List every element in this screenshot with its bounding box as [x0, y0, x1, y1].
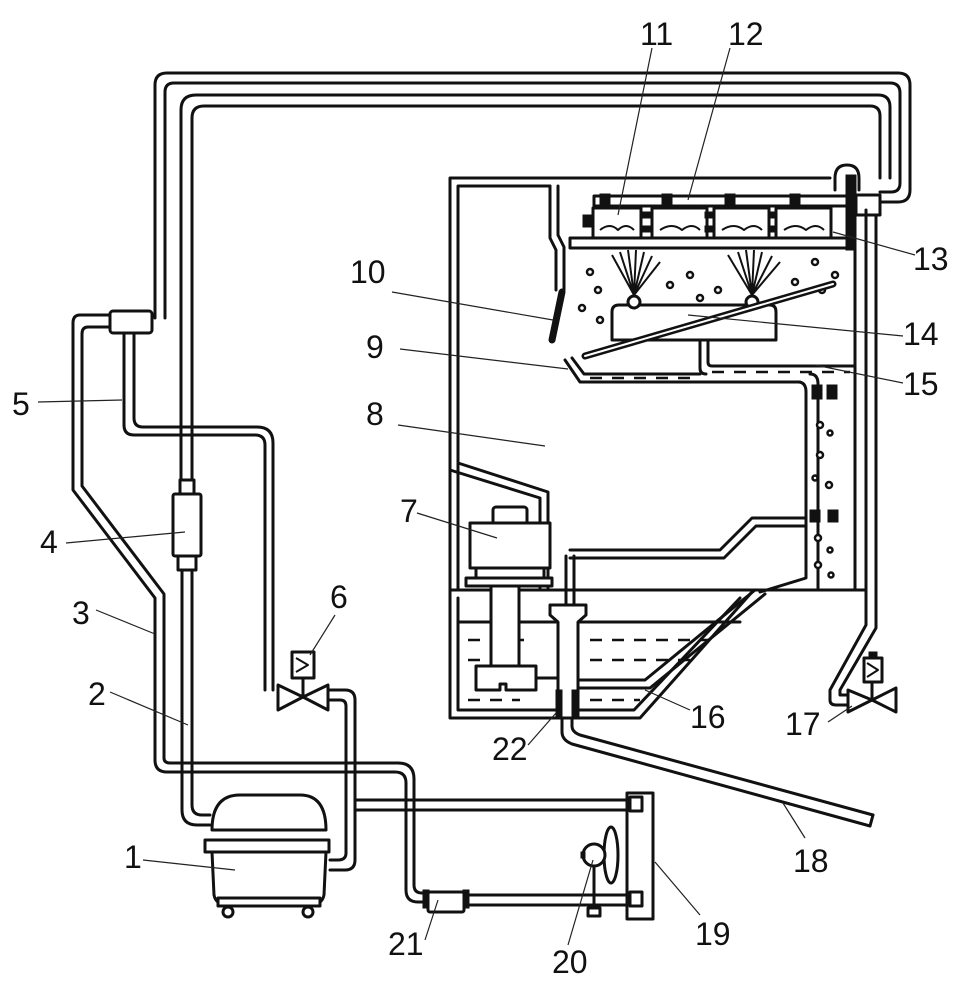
- water-trough: [563, 338, 857, 594]
- callout-21: 21: [388, 926, 424, 962]
- spray-jets: [611, 249, 781, 296]
- callout-19: 19: [695, 916, 731, 952]
- callout-13: 13: [913, 241, 949, 277]
- spray-chamber: [577, 208, 868, 602]
- water-inlet-line: [828, 213, 878, 707]
- callout-14: 14: [903, 316, 939, 352]
- condenser-fan: [580, 825, 620, 918]
- callout-labels: 1 2 3 4 5 6 7 8 9 10 11 12 13 14 15 16 1…: [12, 16, 949, 980]
- drain-line: [560, 716, 875, 828]
- callout-20: 20: [552, 944, 588, 980]
- water-reservoir: [448, 588, 767, 720]
- filter-drier: [171, 478, 212, 827]
- callout-6: 6: [330, 579, 348, 615]
- callout-18: 18: [793, 843, 829, 879]
- evaporator: [568, 193, 866, 250]
- hot-gas-solenoid-valve: [276, 650, 357, 872]
- compressor: [203, 793, 331, 919]
- callout-7: 7: [400, 493, 418, 529]
- callout-11: 11: [640, 16, 673, 52]
- callout-2: 2: [88, 676, 106, 712]
- callout-4: 4: [40, 524, 58, 560]
- callout-1: 1: [124, 839, 142, 875]
- top-refrigerant-lines: [153, 71, 912, 492]
- condenser: [625, 791, 655, 921]
- callout-5: 5: [12, 386, 30, 422]
- callout-15: 15: [903, 366, 939, 402]
- discharge-lines: [353, 761, 642, 907]
- callout-22: 22: [492, 731, 528, 767]
- leader-lines: [37, 47, 916, 946]
- callout-3: 3: [72, 595, 90, 631]
- receiver: [422, 889, 470, 914]
- callout-10: 10: [350, 254, 386, 290]
- overflow-standpipe: [548, 603, 588, 720]
- evaporator-outlet: [833, 163, 882, 251]
- water-inlet-valve: [846, 651, 898, 714]
- callout-16: 16: [690, 699, 726, 735]
- hot-gas-tee: [71, 309, 357, 774]
- callout-9: 9: [366, 329, 384, 365]
- callout-8: 8: [366, 396, 384, 432]
- ice-cube-molds: [591, 206, 833, 240]
- curtain: [548, 288, 566, 344]
- callout-17: 17: [785, 706, 821, 742]
- callout-12: 12: [728, 16, 764, 52]
